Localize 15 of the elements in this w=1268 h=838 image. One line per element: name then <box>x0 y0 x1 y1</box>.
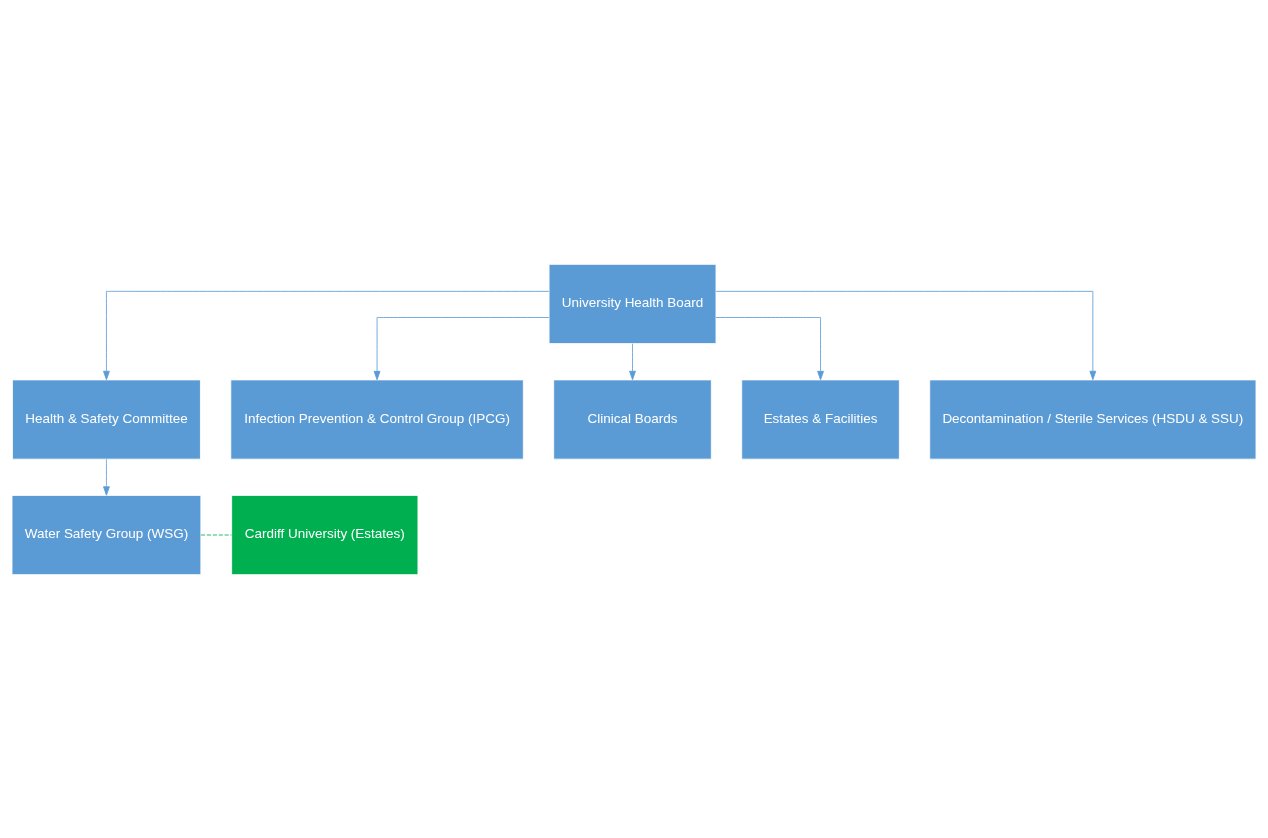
arrow <box>715 316 824 380</box>
connector <box>200 534 232 535</box>
arrow <box>103 458 110 496</box>
node-box: Estates & Facilities <box>741 378 900 460</box>
node-box: University Health Board <box>548 263 717 344</box>
arrow <box>715 290 1097 380</box>
arrow <box>629 342 636 380</box>
node-box: Water Safety Group (WSG) <box>11 494 202 575</box>
arrow <box>103 290 550 380</box>
node-box: Infection Prevention & Control Group (IPCG) <box>230 378 524 460</box>
node-box: Health & Safety Committee <box>12 378 201 460</box>
arrow <box>373 316 550 380</box>
node-box: Cardiff University (Estates) <box>231 494 419 575</box>
node-box: Decontamination / Sterile Services (HSDU & SSU) <box>929 378 1257 460</box>
node-box: Clinical Boards <box>553 378 712 460</box>
